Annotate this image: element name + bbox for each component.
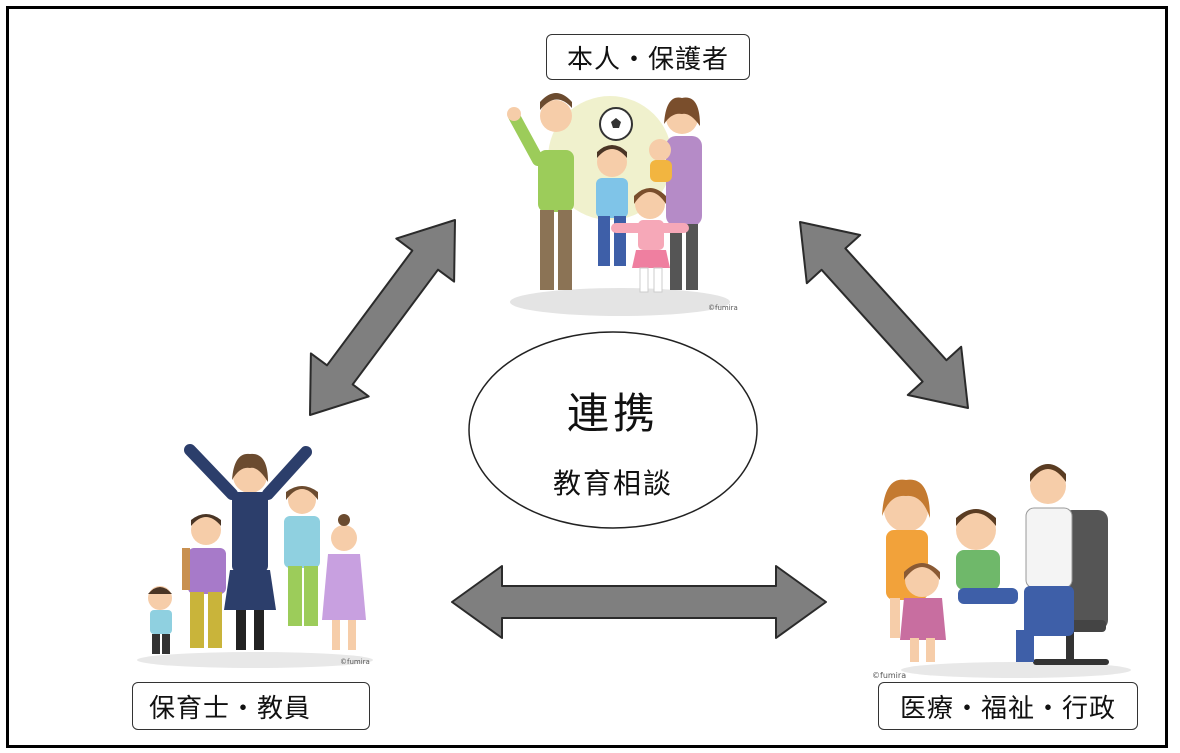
center-ellipse [468, 331, 758, 529]
arrow-top-left [309, 219, 456, 416]
label-medical-welfare-admin: 医療・福祉・行政 [878, 682, 1138, 730]
label-childcare-teacher: 保育士・教員 [132, 682, 370, 730]
label-self-guardian: 本人・保護者 [546, 34, 750, 80]
credit-text: ©fumira [708, 304, 738, 312]
credit-text: ©fumira [872, 671, 906, 680]
family-illustration: ©fumira [507, 93, 738, 316]
school-illustration: ©fumira [137, 444, 373, 668]
center-subtitle: 教育相談 [552, 467, 673, 500]
credit-text: ©fumira [340, 658, 370, 666]
arrow-top-right [799, 221, 969, 409]
center-title: 連携 [566, 389, 659, 438]
medical-illustration: ©fumira [872, 464, 1131, 680]
arrow-bottom [451, 565, 827, 639]
